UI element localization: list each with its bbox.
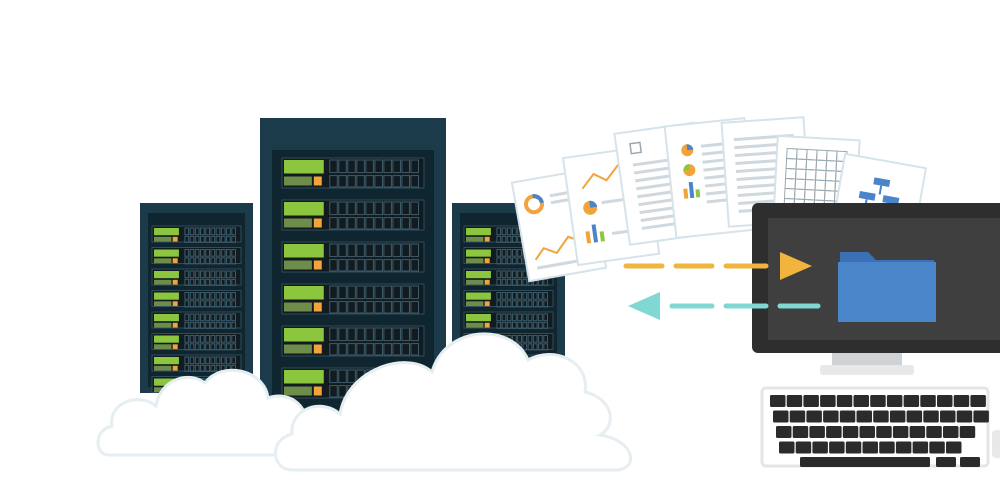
- cloud-icon: [274, 332, 633, 472]
- server-rack-center: [260, 118, 446, 420]
- server-rack-left: [140, 203, 253, 394]
- folder-icon: [838, 252, 936, 322]
- arrow-left-icon: [628, 292, 821, 320]
- keyboard-icon: [760, 386, 1000, 468]
- arrow-right-icon: [623, 252, 812, 280]
